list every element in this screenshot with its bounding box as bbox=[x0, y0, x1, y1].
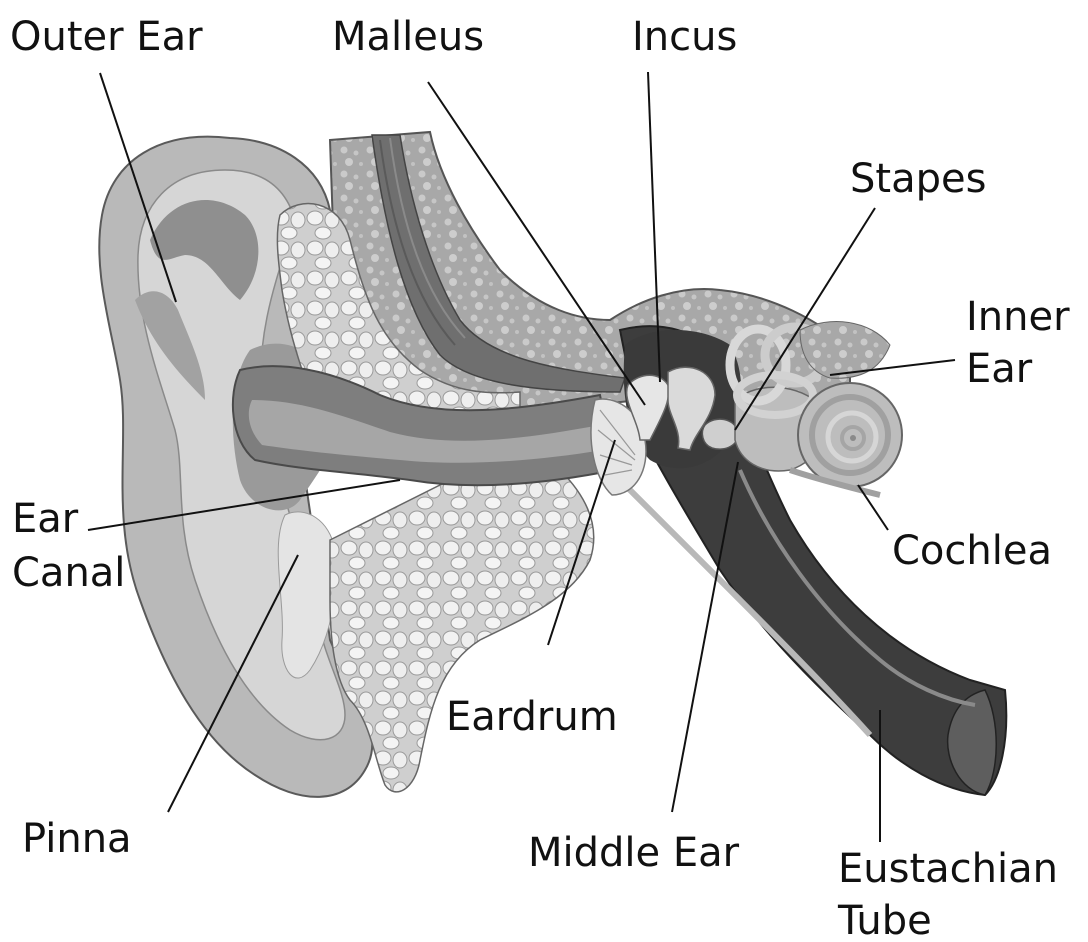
label-inner-ear-line1: Inner bbox=[966, 294, 1070, 340]
label-eustachian-line1: Eustachian bbox=[838, 846, 1058, 892]
stapes-bone bbox=[702, 419, 738, 449]
label-outer-ear: Outer Ear bbox=[10, 14, 203, 60]
label-ear-canal-line2: Canal bbox=[12, 550, 125, 596]
label-pinna: Pinna bbox=[22, 816, 132, 862]
cochlea-shape bbox=[798, 383, 902, 487]
label-cochlea: Cochlea bbox=[892, 528, 1052, 574]
label-middle-ear: Middle Ear bbox=[528, 830, 740, 876]
label-eustachian-line2: Tube bbox=[837, 898, 932, 942]
label-eardrum: Eardrum bbox=[446, 694, 618, 740]
label-malleus: Malleus bbox=[332, 14, 484, 60]
label-stapes: Stapes bbox=[850, 156, 986, 202]
label-ear-canal-line1: Ear bbox=[12, 496, 79, 542]
label-incus: Incus bbox=[632, 14, 737, 60]
label-inner-ear-line2: Ear bbox=[966, 346, 1033, 392]
